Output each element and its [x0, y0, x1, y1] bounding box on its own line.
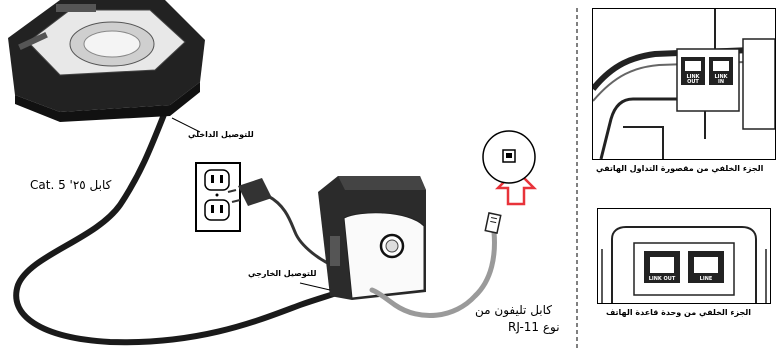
- panel-conference-back-illustration: [593, 9, 775, 159]
- panel-base-back: LINK OUT LINE: [597, 208, 771, 304]
- jack-link-out-bottom-label: LINK OUT: [648, 276, 676, 282]
- phone-wall-jack: [482, 130, 536, 184]
- conference-phone: [8, 0, 205, 122]
- phone-cable: [369, 229, 497, 319]
- rj11-plug: [484, 212, 502, 234]
- external-connection-label: للتوصيل الخارجي: [248, 269, 317, 278]
- panel-conference-caption: الجزء الخلفي من مقصورة التداول الهاتفي: [596, 164, 764, 173]
- internal-pointer: [171, 117, 201, 133]
- phone-cable-label-line2: نوع RJ-11: [508, 320, 560, 334]
- cat5-cable: [13, 109, 348, 346]
- jack-line-label: LINE: [699, 276, 713, 282]
- cat5-cable-label: كابل ٢٥' Cat. 5: [30, 178, 112, 192]
- jack-link-out-label: LINK OUT: [686, 74, 700, 85]
- power-plug: [227, 178, 341, 270]
- external-pointer: [299, 282, 331, 291]
- panel-base-caption: الجزء الخلفي من وحدة قاعدة الهاتف: [606, 308, 751, 317]
- base-unit: [318, 176, 426, 300]
- wall-outlet: [195, 162, 241, 232]
- panel-conference-back: LINK OUT LINK IN: [592, 8, 776, 160]
- phone-cable-label-line1: كابل تليفون من: [475, 303, 553, 317]
- panel-base-back-illustration: [601, 226, 767, 303]
- jack-link-in-label: LINK IN: [714, 74, 728, 85]
- internal-connection-label: للتوصيل الداخلي: [188, 130, 254, 139]
